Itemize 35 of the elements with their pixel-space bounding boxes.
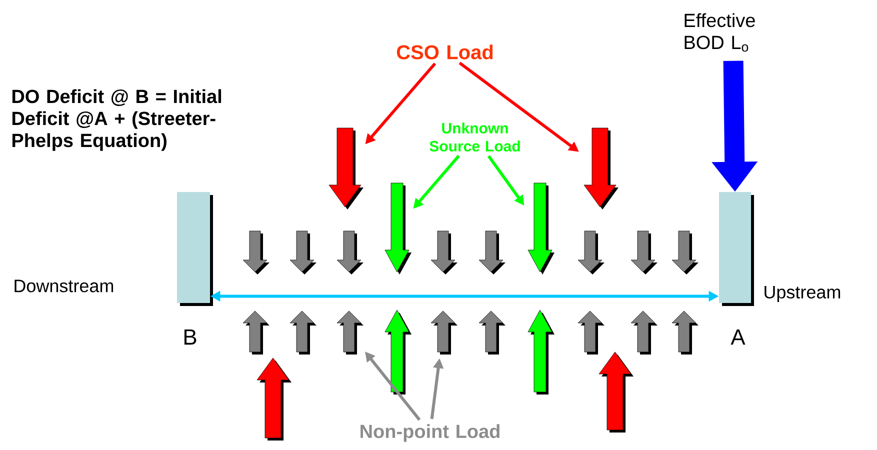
load-symbol xyxy=(290,310,316,354)
load-symbol xyxy=(336,310,364,354)
load-symbol xyxy=(328,128,364,210)
load-symbol xyxy=(578,230,604,274)
load-symbol xyxy=(242,230,270,274)
load-symbol xyxy=(384,310,412,394)
load-label: Non-point Load xyxy=(360,424,500,442)
load-label: Unknown Source Load xyxy=(430,122,520,152)
end-box xyxy=(719,192,754,306)
load-symbol xyxy=(584,128,618,210)
load-label: CSO Load xyxy=(396,44,493,60)
load-symbol xyxy=(672,230,698,274)
load-symbol xyxy=(598,352,634,432)
load-symbol xyxy=(290,230,316,274)
load-symbol xyxy=(528,182,554,274)
load-symbol xyxy=(672,310,698,354)
end-box xyxy=(177,192,213,306)
load-symbol xyxy=(430,310,458,354)
point-label: A xyxy=(730,329,746,345)
load-symbol xyxy=(256,358,292,440)
side-label: Downstream xyxy=(14,280,114,292)
load-symbol xyxy=(630,310,658,354)
load-symbol xyxy=(528,310,554,394)
load-label: Effective BOD L$_{o}$ xyxy=(684,13,755,52)
side-label: Upstream xyxy=(764,286,840,302)
load-symbol xyxy=(630,230,658,274)
point-label: B xyxy=(184,329,196,345)
load-symbol xyxy=(336,230,364,274)
load-symbol xyxy=(242,310,270,354)
load-symbol xyxy=(478,230,506,274)
load-symbol xyxy=(578,310,604,354)
note-text: DO Deficit @ B = Initial Deficit @A + (Streeter-Phelps Equation) xyxy=(12,89,222,151)
load-symbol xyxy=(384,182,412,274)
load-symbol xyxy=(430,230,458,274)
load-symbol xyxy=(478,310,506,354)
